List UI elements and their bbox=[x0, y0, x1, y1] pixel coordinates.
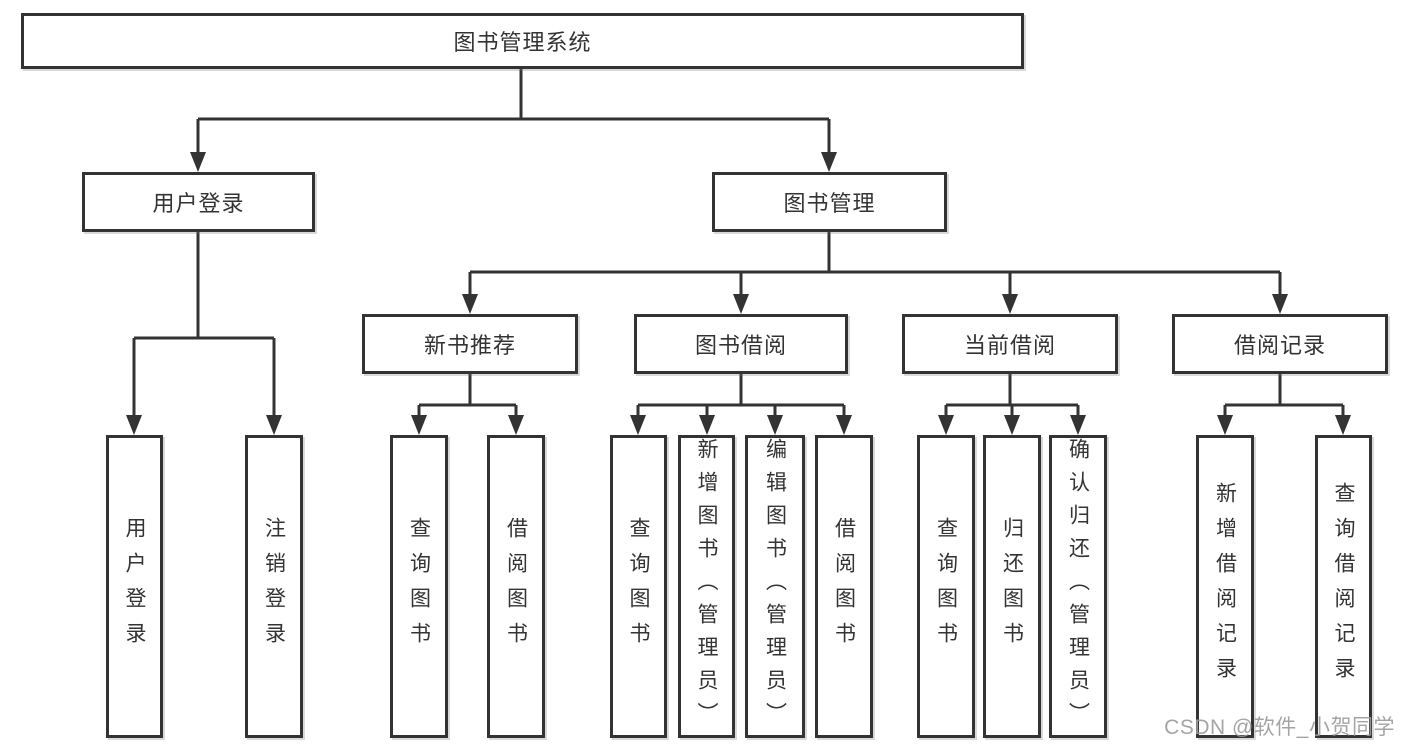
leaf-query-borrow-record: 查询借阅记录 bbox=[1315, 435, 1372, 738]
leaf-return-books: 归还图书 bbox=[983, 435, 1041, 738]
node-book-management: 图书管理 bbox=[712, 172, 947, 232]
node-user-login: 用户登录 bbox=[82, 172, 315, 232]
leaf-borrow-books-borrow: 借阅图书 bbox=[815, 435, 873, 738]
leaf-query-books-recommend: 查询图书 bbox=[390, 435, 448, 738]
leaf-add-book-admin: 新增图书（管理员） bbox=[678, 435, 735, 738]
leaf-confirm-return-admin: 确认归还（管理员） bbox=[1049, 435, 1107, 738]
node-book-borrow: 图书借阅 bbox=[634, 314, 848, 374]
leaf-add-borrow-record: 新增借阅记录 bbox=[1196, 435, 1254, 738]
leaf-query-books-current: 查询图书 bbox=[917, 435, 975, 738]
leaf-borrow-books-recommend: 借阅图书 bbox=[487, 435, 545, 738]
leaf-logout-login: 注销登录 bbox=[245, 435, 303, 738]
leaf-edit-book-admin: 编辑图书（管理员） bbox=[745, 435, 805, 738]
node-root: 图书管理系统 bbox=[21, 13, 1024, 69]
node-new-book-recommend: 新书推荐 bbox=[362, 314, 578, 374]
leaf-user-login: 用户登录 bbox=[106, 435, 163, 738]
csdn-watermark: CSDN @软件_小贺同学 bbox=[1164, 716, 1395, 739]
node-current-borrow: 当前借阅 bbox=[902, 314, 1118, 374]
node-borrow-records: 借阅记录 bbox=[1172, 314, 1388, 374]
leaf-query-books-borrow: 查询图书 bbox=[610, 435, 667, 738]
